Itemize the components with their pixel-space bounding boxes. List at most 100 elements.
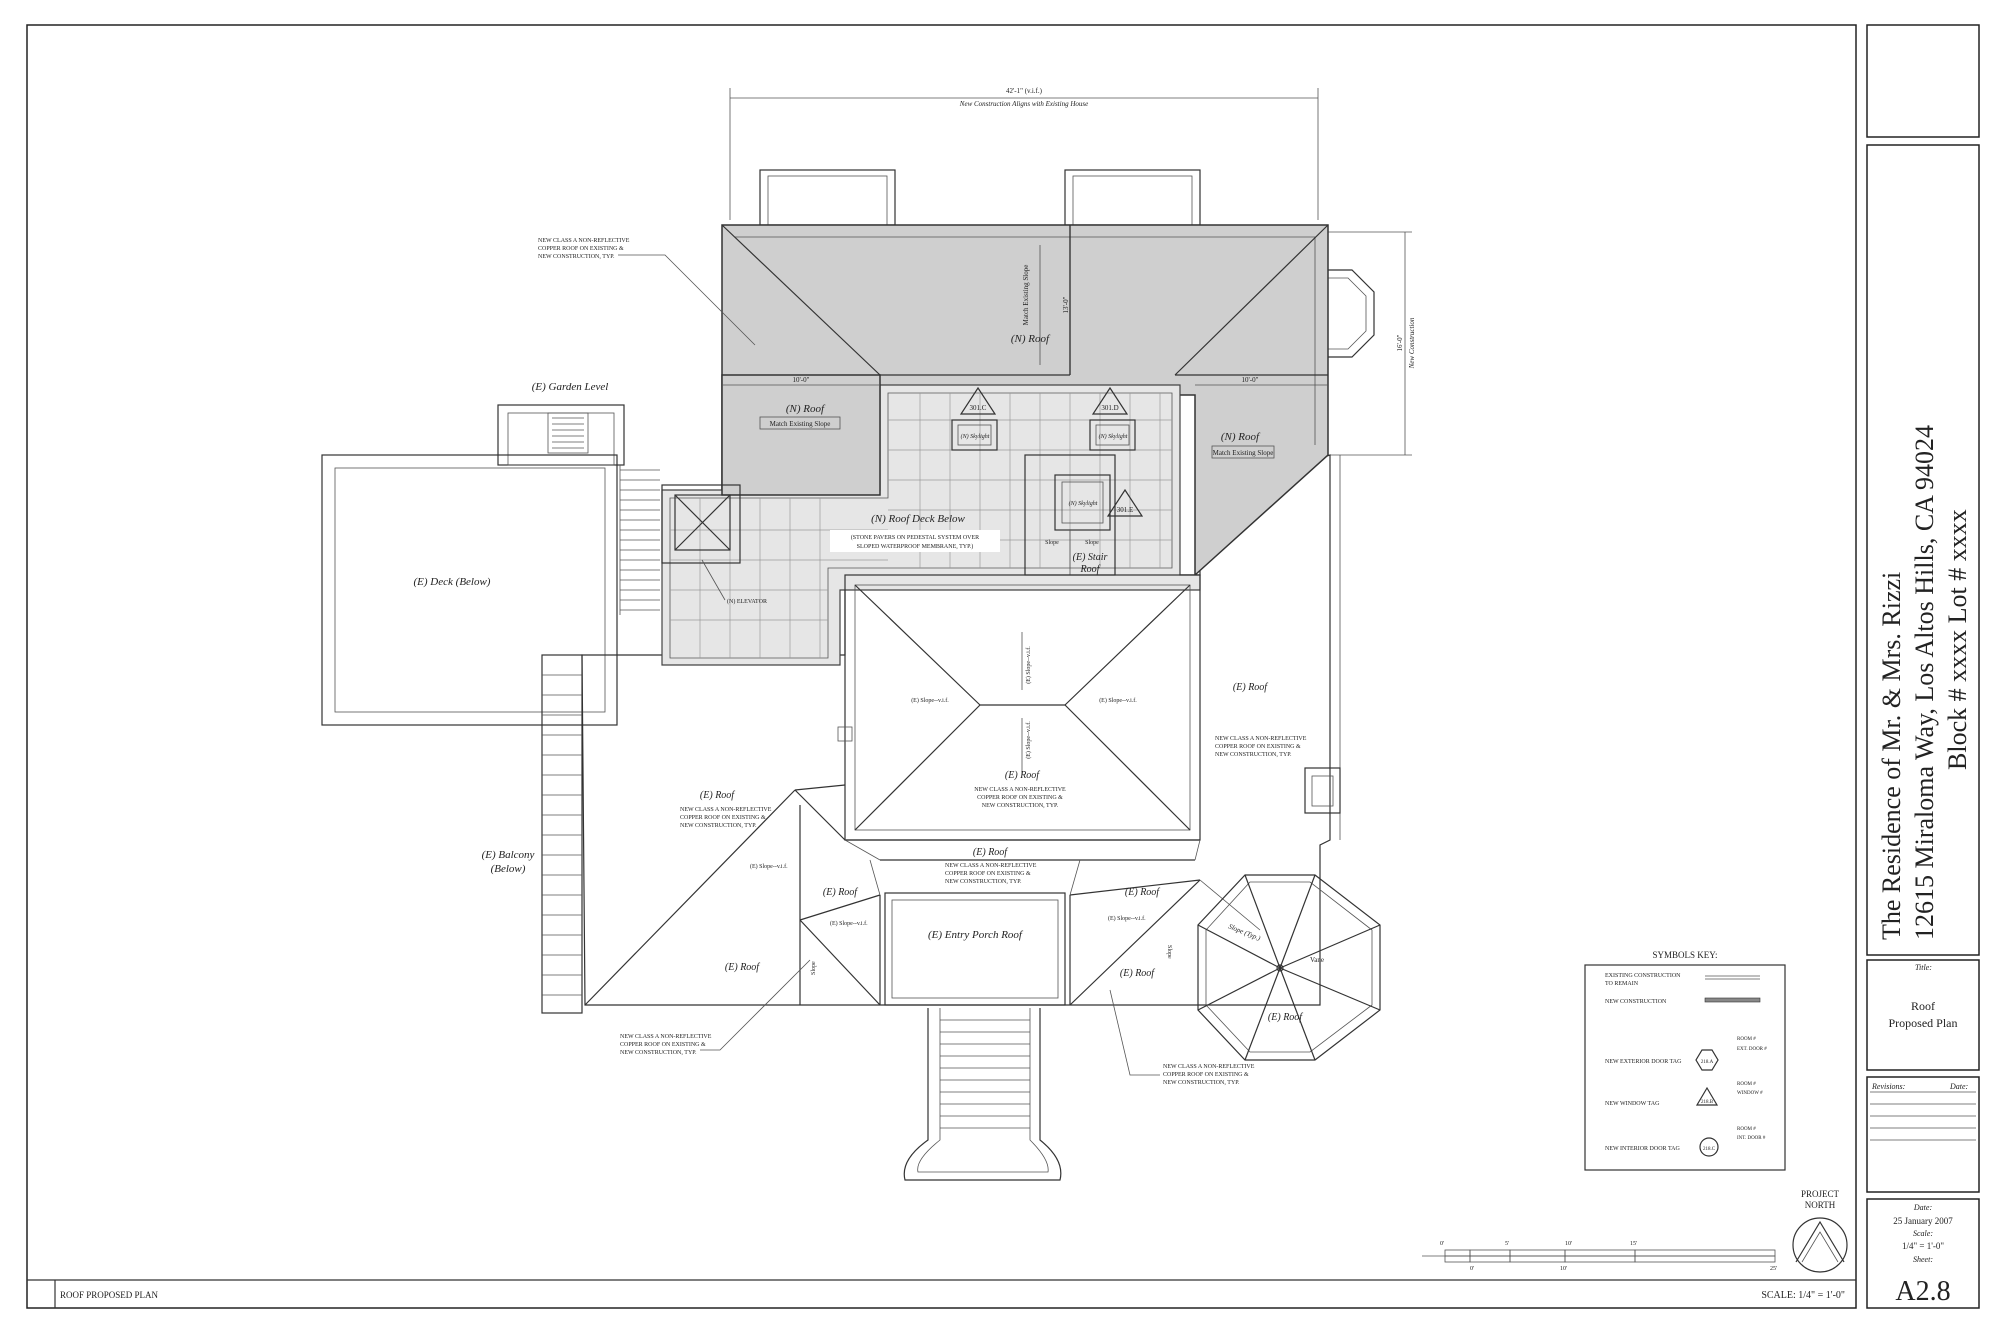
right-note-3: NEW CONSTRUCTION, TYP.: [1215, 752, 1292, 758]
stair-roof: (N) Skylight 301.E Slope Slope (E) Stair…: [1024, 454, 1144, 576]
right-dimension-value: 16'-0": [1396, 334, 1404, 351]
stair-roof-label-2: Roof: [1080, 564, 1101, 575]
scale-t0: 0': [1440, 1241, 1444, 1247]
center-slope-right: (E) Slope--v.i.f.: [1099, 697, 1137, 704]
top-note-2: COPPER ROOF ON EXISTING &: [538, 246, 624, 252]
center-hip-roof: (E) Slope--v.i.f. (E) Slope--v.i.f. (E) …: [844, 574, 1201, 841]
project-address: 12615 Miraloma Way, Los Altos Hills, CA …: [1910, 425, 1939, 940]
scale-t15: 15': [1630, 1241, 1637, 1247]
elevator: (N) ELEVATOR: [661, 484, 767, 605]
sheet-info-box: [1866, 1198, 1980, 1309]
center-slope-left: (E) Slope--v.i.f.: [911, 697, 949, 704]
skylight-group-2: 301.D (N) Skylight: [1089, 386, 1136, 451]
symbols-key: SYMBOLS KEY: EXISTING CONSTRUCTION TO RE…: [1584, 950, 1786, 1171]
gazebo-slope-label: Slope (Typ.): [1227, 922, 1262, 942]
sheet-number: A2.8: [1895, 1276, 1950, 1307]
vent-box: [837, 726, 853, 742]
garden-stairs: [497, 404, 660, 615]
bottom-right-note-2: COPPER ROOF ON EXISTING &: [1163, 1072, 1249, 1078]
center-note-1: NEW CLASS A NON-REFLECTIVE: [974, 787, 1066, 793]
scale-b0: 0': [1470, 1266, 1474, 1272]
key-int-tag: 218.C: [1703, 1147, 1716, 1152]
key-existing-1: EXISTING CONSTRUCTION: [1605, 973, 1681, 979]
key-window-no: WINDOW #: [1737, 1091, 1763, 1096]
north-label-1: PROJECT: [1801, 1189, 1840, 1199]
lower-roofs: [584, 784, 1261, 1006]
key-window-tag: 218.B: [1701, 1100, 1714, 1105]
roof-deck-label: (N) Roof Deck Below: [871, 513, 965, 525]
existing-deck: [321, 454, 618, 726]
entry-porch-inner: [891, 899, 1059, 999]
left-note-1: NEW CLASS A NON-REFLECTIVE: [680, 807, 772, 813]
center-slope-up: (E) Slope--v.i.f.: [1025, 646, 1032, 684]
balcony-label-1: (E) Balcony: [482, 849, 535, 861]
scale-t5: 5': [1505, 1241, 1509, 1247]
title-block: The Residence of Mr. & Mrs. Rizzi 12615 …: [1866, 24, 1980, 1309]
porch-left-slope: (E) Slope--v.i.f.: [830, 920, 868, 927]
mid-note-2: COPPER ROOF ON EXISTING &: [945, 871, 1031, 877]
right-note-1: NEW CLASS A NON-REFLECTIVE: [1215, 736, 1307, 742]
project-info-box: [1866, 144, 1980, 956]
n-roof-center-label: (N) Roof: [1011, 333, 1051, 345]
sheet-date: 25 January 2007: [1893, 1216, 1953, 1226]
sheet-title-box: [1866, 959, 1980, 1071]
porch-left-e-roof-label: (E) Roof: [823, 887, 858, 898]
key-window: NEW WINDOW TAG: [1605, 1101, 1660, 1107]
key-new-construction: NEW CONSTRUCTION: [1605, 999, 1667, 1005]
entry-porch-roof: [884, 892, 1066, 1006]
match-slope-center: Match Existing Slope: [1022, 265, 1030, 326]
balcony-inner: [767, 175, 888, 226]
scale-label: Scale:: [1913, 1229, 1933, 1238]
north-arrow: PROJECT NORTH: [1792, 1189, 1848, 1273]
match-slope-right: Match Existing Slope: [1213, 449, 1274, 457]
stair-slope-left: Slope: [1045, 540, 1059, 546]
porch-right-e-roof-label: (E) Roof: [1125, 887, 1160, 898]
top-note-leader: [618, 254, 756, 346]
mid-note-1: NEW CLASS A NON-REFLECTIVE: [945, 863, 1037, 869]
date-label: Date:: [1913, 1203, 1933, 1212]
deck-below-label: (E) Deck (Below): [414, 576, 491, 588]
key-room-3: ROOM #: [1737, 1127, 1756, 1132]
key-existing-2: TO REMAIN: [1605, 981, 1639, 987]
project-block-lot: Block # xxxx Lot # xxxx: [1943, 509, 1972, 770]
skylight-tag-1: 301.C: [970, 404, 987, 412]
gazebo-e-roof-label: (E) Roof: [1268, 1012, 1303, 1023]
vane-label: Vane: [1310, 956, 1324, 964]
sheet-name-footer: ROOF PROPOSED PLAN: [60, 1290, 159, 1300]
top-note-1: NEW CLASS A NON-REFLECTIVE: [538, 238, 630, 244]
key-int-door-no: INT. DOOR #: [1737, 1136, 1766, 1141]
scale-footer: SCALE: 1/4" = 1'-0": [1761, 1290, 1845, 1301]
center-slope-down: (E) Slope--v.i.f.: [1025, 721, 1032, 759]
revisions-box: [1866, 1076, 1980, 1193]
left-wing-roof: [721, 374, 881, 496]
lower-left-e-roof-label: (E) Roof: [725, 962, 760, 973]
balcony-outline: [759, 169, 896, 226]
existing-deck-inner: [334, 467, 606, 713]
key-int-door: NEW INTERIOR DOOR TAG: [1605, 1146, 1680, 1152]
scale-b10: 10': [1560, 1266, 1567, 1272]
top-note-3: NEW CONSTRUCTION, TYP.: [538, 254, 615, 260]
sheet-title-2: Proposed Plan: [1889, 1016, 1958, 1030]
skylight-label-2: (N) Skylight: [1099, 433, 1128, 440]
key-ext-door-no: EXT. DOOR #: [1737, 1047, 1767, 1052]
right-wing-dimension: 10'-0": [1242, 376, 1259, 384]
stair-slope-right: Slope: [1085, 540, 1099, 546]
key-ext-door: NEW EXTERIOR DOOR TAG: [1605, 1059, 1682, 1065]
gazebo-roof: Slope (Typ.) Vane (E) Roof: [1197, 874, 1381, 1061]
skylight-tag-3: 301.E: [1117, 506, 1134, 514]
right-dimension-note: New Construction: [1408, 317, 1416, 369]
bottom-right-note-3: NEW CONSTRUCTION, TYP.: [1163, 1080, 1240, 1086]
bottom-left-note-2: COPPER ROOF ON EXISTING &: [620, 1042, 706, 1048]
scale-b25: 25': [1770, 1266, 1777, 1272]
symbols-key-title: SYMBOLS KEY:: [1653, 950, 1718, 960]
center-note-3: NEW CONSTRUCTION, TYP.: [982, 803, 1059, 809]
top-dimension: 42'-1" (v.i.f.) New Construction Aligns …: [729, 87, 1319, 220]
revision-date-label: Date:: [1949, 1082, 1969, 1091]
match-slope-left: Match Existing Slope: [770, 420, 831, 428]
skylight-tag-2: 301.D: [1101, 404, 1118, 412]
garden-level-label: (E) Garden Level: [532, 381, 609, 393]
balcony-inner: [1072, 175, 1193, 226]
bottom-right-note-1: NEW CLASS A NON-REFLECTIVE: [1163, 1064, 1255, 1070]
scale-t10: 10': [1565, 1241, 1572, 1247]
